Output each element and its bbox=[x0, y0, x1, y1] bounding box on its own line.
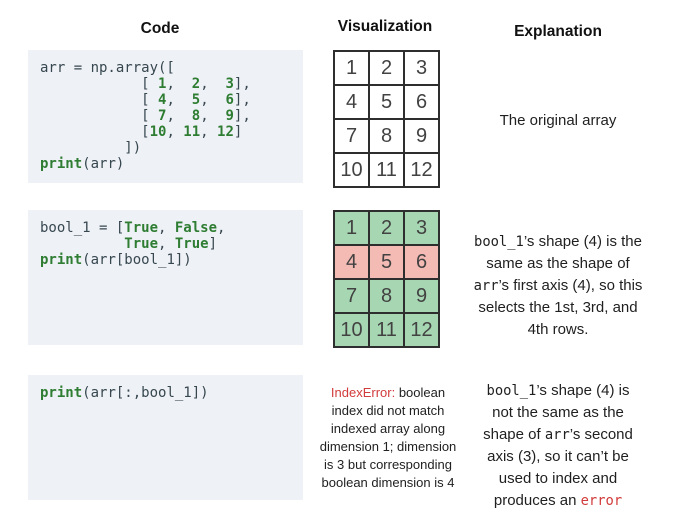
text-line: is 3 but corresponding bbox=[324, 457, 452, 472]
text-line: selects the 1st, 3rd, and bbox=[478, 299, 638, 316]
text-line: boolean dimension is 4 bbox=[321, 475, 455, 490]
grid-cell: 4 bbox=[333, 244, 370, 280]
grid-cell: 8 bbox=[368, 118, 405, 154]
grid-cell: 11 bbox=[368, 312, 405, 348]
text-line: dimension 1; dimension bbox=[319, 439, 457, 454]
grid-cell: 3 bbox=[403, 50, 440, 86]
text-line: IndexError: boolean bbox=[330, 385, 446, 400]
text-line: produces an error bbox=[493, 492, 623, 509]
grid-cell: 10 bbox=[333, 152, 370, 188]
grid-cell: 6 bbox=[403, 244, 440, 280]
explanation-boolean-column-indexing: bool_1’s shape (4) is not the same as the… bbox=[483, 380, 633, 512]
text-line: shape of arr’s second bbox=[483, 426, 633, 443]
text-line: index did not match bbox=[331, 403, 445, 418]
grid-cell: 3 bbox=[403, 210, 440, 246]
grid-cell: 1 bbox=[333, 50, 370, 86]
grid-cell: 8 bbox=[368, 278, 405, 314]
grid-cell: 6 bbox=[403, 84, 440, 120]
code-block-original-array: arr = np.array([ [ 1, 2, 3], [ 4, 5, 6],… bbox=[28, 50, 303, 183]
grid-cell: 9 bbox=[403, 278, 440, 314]
grid-cell: 11 bbox=[368, 152, 405, 188]
grid-cell: 10 bbox=[333, 312, 370, 348]
grid-cell: 2 bbox=[368, 50, 405, 86]
grid-cell: 7 bbox=[333, 118, 370, 154]
explanation-column-header: Explanation bbox=[514, 23, 602, 40]
grid-cell: 1 bbox=[333, 210, 370, 246]
text-line: bool_1’s shape (4) is the bbox=[474, 233, 642, 250]
grid-cell: 12 bbox=[403, 312, 440, 348]
grid-cell: 5 bbox=[368, 244, 405, 280]
text-line: indexed array along bbox=[330, 421, 446, 436]
grid-cell: 4 bbox=[333, 84, 370, 120]
text-line: used to index and bbox=[498, 470, 618, 487]
code-block-boolean-row-indexing: bool_1 = [True, False, True, True] print… bbox=[28, 210, 303, 345]
grid-cell: 12 bbox=[403, 152, 440, 188]
grid-cell: 5 bbox=[368, 84, 405, 120]
text-line: bool_1’s shape (4) is bbox=[486, 382, 630, 399]
grid-cell: 7 bbox=[333, 278, 370, 314]
text-line: same as the shape of bbox=[486, 255, 630, 272]
text-line: arr’s first axis (4), so this bbox=[473, 277, 643, 294]
visualization-column-header: Visualization bbox=[337, 18, 433, 35]
grid-cell: 2 bbox=[368, 210, 405, 246]
text-line: The original array bbox=[499, 112, 617, 129]
text-line: not the same as the bbox=[492, 404, 624, 421]
explanation-boolean-row-indexing: bool_1’s shape (4) is the same as the sha… bbox=[474, 231, 643, 341]
text-line: axis (3), so it can’t be bbox=[487, 448, 629, 465]
text-line: 4th rows. bbox=[527, 321, 589, 338]
code-block-boolean-column-indexing: print(arr[:,bool_1]) bbox=[28, 375, 303, 500]
grid-cell: 9 bbox=[403, 118, 440, 154]
explanation-original-array: The original array bbox=[500, 110, 617, 132]
index-error-message: IndexError: boolean index did not match in… bbox=[320, 384, 457, 492]
code-column-header: Code bbox=[140, 20, 180, 37]
